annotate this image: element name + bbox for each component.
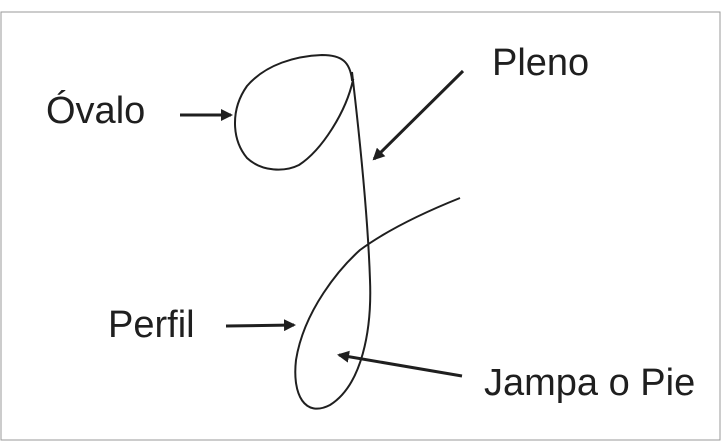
- label-perfil: Perfil: [108, 304, 195, 346]
- arrow-jampa: [337, 350, 463, 378]
- label-ovalo: Óvalo: [46, 90, 146, 132]
- pleno-stroke: [294, 71, 461, 410]
- label-jampa-o-pie: Jampa o Pie: [484, 362, 696, 404]
- arrow-pleno: [372, 69, 465, 161]
- frame-border: [0, 11, 721, 441]
- oval-stroke: [234, 53, 355, 171]
- label-pleno: Pleno: [492, 42, 590, 84]
- arrow-perfil: [225, 319, 296, 332]
